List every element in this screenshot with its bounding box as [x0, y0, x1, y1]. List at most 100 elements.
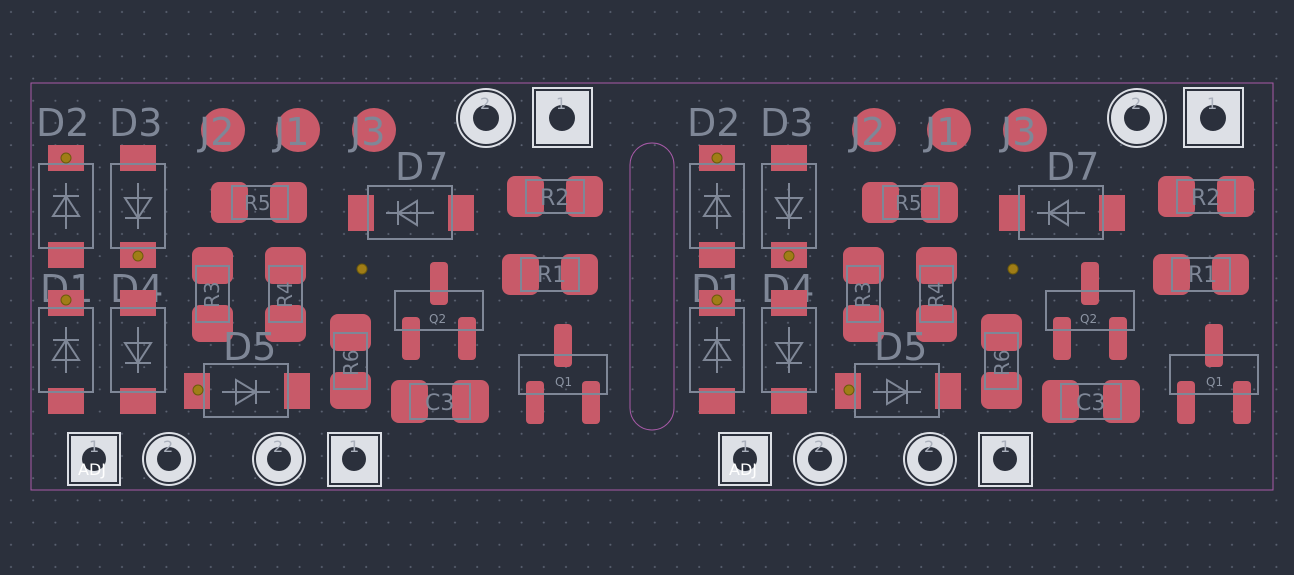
pad: [48, 242, 84, 268]
resistor-r3: R3: [192, 247, 233, 342]
diode-d7: D7: [999, 145, 1125, 240]
outline: [110, 163, 166, 249]
resistor-r6: R6: [981, 314, 1022, 409]
pad: [201, 108, 245, 152]
resistor-r1: R1: [502, 254, 598, 295]
pad: [265, 305, 306, 342]
via: [711, 152, 723, 164]
ref-r2: R2: [1191, 186, 1220, 211]
via: [60, 294, 72, 306]
outline: [110, 307, 166, 393]
tht-pad-1-bottom: 1: [327, 432, 382, 487]
diode-d4: D4: [110, 267, 166, 414]
ref-r5: R5: [244, 191, 271, 215]
tht-pad-adj: 1 ADJ: [67, 432, 121, 486]
transistor-q2: Q2: [1045, 262, 1135, 360]
resistor-r4: R4: [916, 247, 957, 342]
pad: [582, 381, 600, 424]
pad-number: 1: [1000, 437, 1010, 456]
resistor-r2: R2: [507, 176, 603, 217]
pad-label-adj: ADJ: [78, 460, 106, 479]
diode-d3: D3: [760, 101, 817, 268]
diode-d5: D5: [184, 325, 310, 418]
ref-r6: R6: [339, 349, 363, 376]
resistor-r5: R5: [211, 182, 307, 223]
ref-r4: R4: [273, 281, 297, 308]
resistor-r5: R5: [862, 182, 958, 223]
ref-d2: D2: [687, 101, 740, 145]
resistor-r6: R6: [330, 314, 371, 409]
tht-pad-2-bottom-b: 2: [903, 432, 957, 486]
pad: [458, 317, 476, 360]
ref-d5: D5: [223, 325, 276, 369]
board-outline: [30, 82, 1274, 491]
ref-j2: J2: [197, 110, 234, 154]
connector-j1: J1: [272, 108, 320, 154]
transistor-q2: Q2: [394, 262, 484, 360]
pad-number: 2: [814, 437, 824, 456]
via: [1007, 263, 1019, 275]
diode-d7: D7: [348, 145, 474, 240]
tht-pad-1-top: 1: [532, 87, 593, 148]
tht-pad-2-bottom-b: 2: [252, 432, 306, 486]
diode-d5: D5: [835, 325, 961, 418]
pad: [771, 290, 807, 316]
pad-number: 1: [89, 437, 99, 456]
ref-d7: D7: [1046, 145, 1099, 189]
board-half-right: D2 D3 D1: [687, 87, 1259, 487]
tht-pad-2-top: 2: [456, 88, 516, 148]
ref-r6: R6: [990, 349, 1014, 376]
tht-pad-2-bottom-a: 2: [142, 432, 196, 486]
ref-d7: D7: [395, 145, 448, 189]
pad-number: 2: [924, 437, 934, 456]
resistor-r2: R2: [1158, 176, 1254, 217]
ref-c3: C3: [1076, 391, 1105, 416]
connector-j3: J3: [999, 108, 1047, 154]
pad-number: 2: [273, 437, 283, 456]
tht-pad-1-top: 1: [1183, 87, 1244, 148]
ref-q1: Q1: [555, 375, 572, 389]
pad: [430, 262, 448, 305]
diode-d4: D4: [761, 267, 817, 414]
connector-j2: J2: [848, 108, 896, 154]
pad: [120, 290, 156, 316]
mounting-slot: [629, 142, 675, 431]
diode-d3: D3: [109, 101, 166, 268]
ref-j3: J3: [999, 110, 1036, 154]
ref-q2: Q2: [429, 312, 446, 326]
capacitor-c3: C3: [1042, 380, 1140, 423]
transistor-q1: Q1: [1169, 324, 1259, 424]
pad: [352, 108, 396, 152]
pad-number: 1: [740, 437, 750, 456]
ref-j2: J2: [848, 110, 885, 154]
outline: [38, 307, 94, 393]
outline: [38, 163, 94, 249]
board-half-left: D2 D3 D1: [36, 87, 608, 487]
connector-j3: J3: [348, 108, 396, 154]
pad-number: 1: [1207, 94, 1217, 113]
resistor-r3: R3: [843, 247, 884, 342]
via: [711, 294, 723, 306]
tht-pad-2-top: 2: [1107, 88, 1167, 148]
tht-pad-adj: 1 ADJ: [718, 432, 772, 486]
pad: [771, 145, 807, 171]
ref-d2: D2: [36, 101, 89, 145]
pad: [348, 195, 374, 231]
ref-r4: R4: [924, 281, 948, 308]
pad: [526, 381, 544, 424]
diode-d2: D2: [36, 101, 94, 268]
pad: [276, 108, 320, 152]
diode-d2: D2: [687, 101, 745, 268]
pad: [330, 372, 371, 409]
via: [783, 250, 795, 262]
diode-d1: D1: [689, 267, 745, 414]
ref-d3: D3: [109, 101, 162, 145]
via: [356, 263, 368, 275]
via: [132, 250, 144, 262]
connector-j1: J1: [923, 108, 971, 154]
via: [843, 384, 855, 396]
ref-j1: J1: [272, 110, 309, 154]
pad: [699, 242, 735, 268]
ref-q1: Q1: [1206, 375, 1223, 389]
